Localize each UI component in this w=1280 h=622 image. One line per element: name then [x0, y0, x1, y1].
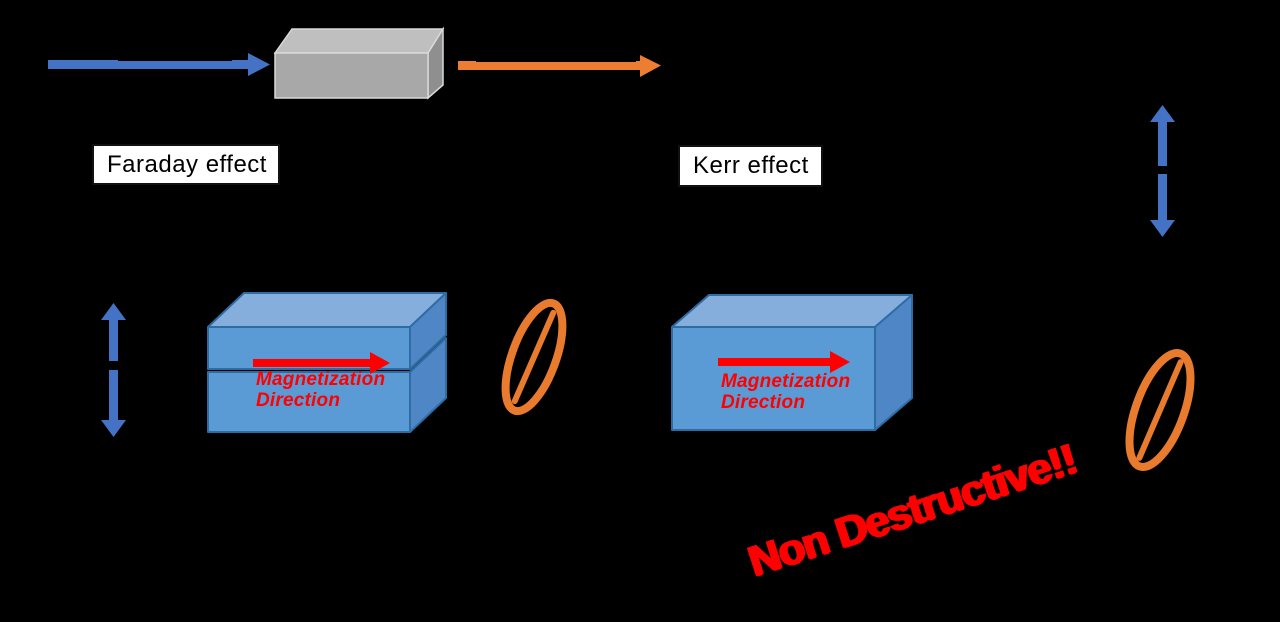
optical-medium-box-top — [273, 28, 445, 54]
kerr-magnetization-arrow — [718, 351, 850, 373]
kerr-box-top — [671, 294, 913, 328]
kerr-effect-label: Kerr effect — [678, 145, 823, 187]
kerr-polarization-ellipse — [1125, 349, 1195, 471]
faraday-effect-label: Faraday effect — [92, 144, 280, 185]
optical-medium-box-front — [274, 52, 429, 99]
optical-medium-box — [273, 26, 445, 100]
transmitted-light-arrow — [458, 55, 661, 77]
polarization-double-arrow-left — [101, 303, 126, 437]
polarization-double-arrow-right — [1150, 105, 1175, 237]
kerr-magnetization-line2: Direction — [721, 391, 806, 413]
obscured-label-silhouette — [476, 56, 636, 74]
faraday-magnetization-line1: Magnetization — [256, 369, 386, 390]
faraday-box-front-lower — [207, 371, 411, 433]
obscured-label-silhouette — [1156, 166, 1170, 174]
obscured-label-silhouette — [107, 361, 121, 370]
faraday-magnetization-arrow — [253, 352, 390, 374]
faraday-box-top — [207, 292, 447, 328]
kerr-magnetization-label: Magnetization Direction — [721, 371, 851, 413]
kerr-box-front — [671, 326, 876, 431]
faraday-magnetization-line2: Direction — [256, 389, 341, 411]
kerr-effect-label-text: Kerr effect — [693, 152, 809, 179]
faraday-magnetization-label: Magnetization Direction — [256, 369, 386, 411]
faraday-polarization-ellipse — [501, 298, 567, 416]
faraday-effect-label-text: Faraday effect — [107, 150, 267, 178]
incident-light-arrow — [48, 53, 270, 76]
kerr-sample-box — [671, 294, 913, 431]
kerr-magnetization-line1: Magnetization — [721, 371, 851, 392]
obscured-label-silhouette — [118, 55, 232, 73]
